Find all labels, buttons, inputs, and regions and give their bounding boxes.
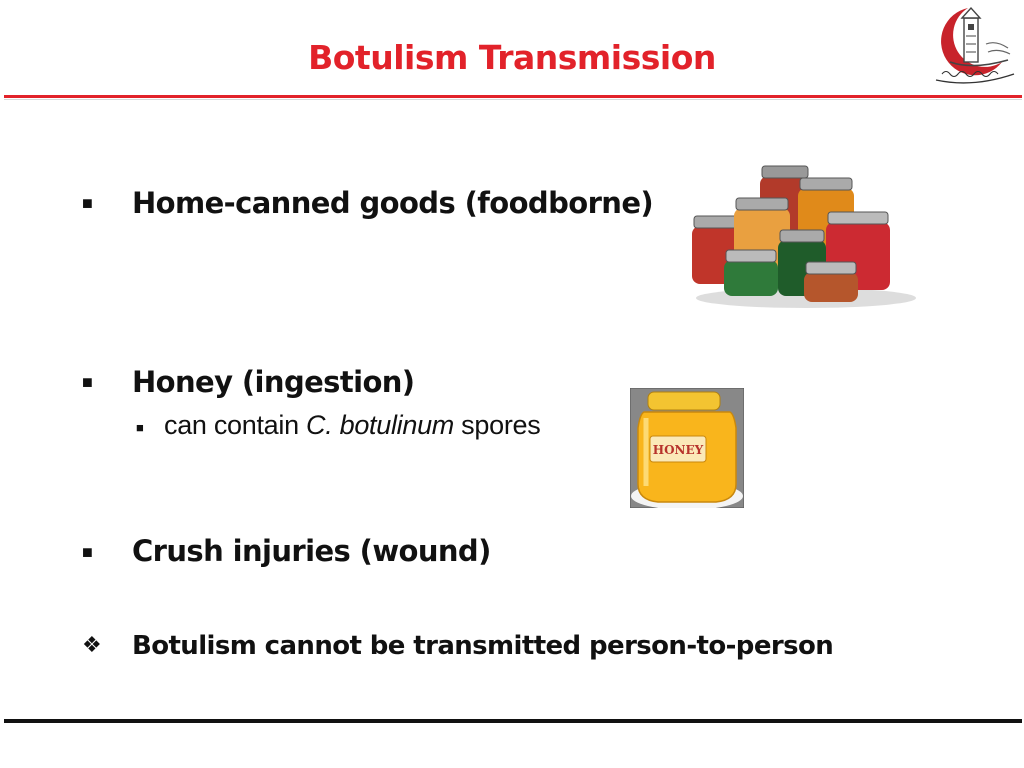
- list-item-honey: Honey (ingestion): [132, 365, 415, 399]
- jar-brown: [804, 261, 858, 302]
- title-underline: [4, 95, 1022, 98]
- svg-text:HONEY: HONEY: [653, 443, 704, 457]
- bullet-square: ■: [82, 542, 93, 562]
- sub-item-spores: can contain C. botulinum spores: [164, 410, 541, 440]
- diamond-bullet-icon: ❖: [82, 632, 102, 657]
- sub-bullet-square: ■: [136, 420, 144, 435]
- canning-jars-image: [692, 165, 916, 308]
- title-underline-shadow: [4, 99, 1022, 100]
- slide-title: Botulism Transmission: [308, 38, 716, 77]
- faculty-logo: [935, 6, 1015, 84]
- jar-green-small: [724, 249, 778, 296]
- honey-jar-image: HONEY: [629, 387, 745, 510]
- list-item-crush-injuries: Crush injuries (wound): [132, 534, 491, 568]
- note-not-person-to-person: Botulism cannot be transmitted person-to…: [132, 631, 834, 661]
- list-item-home-canned: Home-canned goods (foodborne): [132, 186, 654, 220]
- bullet-square: ■: [82, 372, 93, 392]
- bottom-rule: [4, 719, 1022, 723]
- bullet-square: ■: [82, 193, 93, 213]
